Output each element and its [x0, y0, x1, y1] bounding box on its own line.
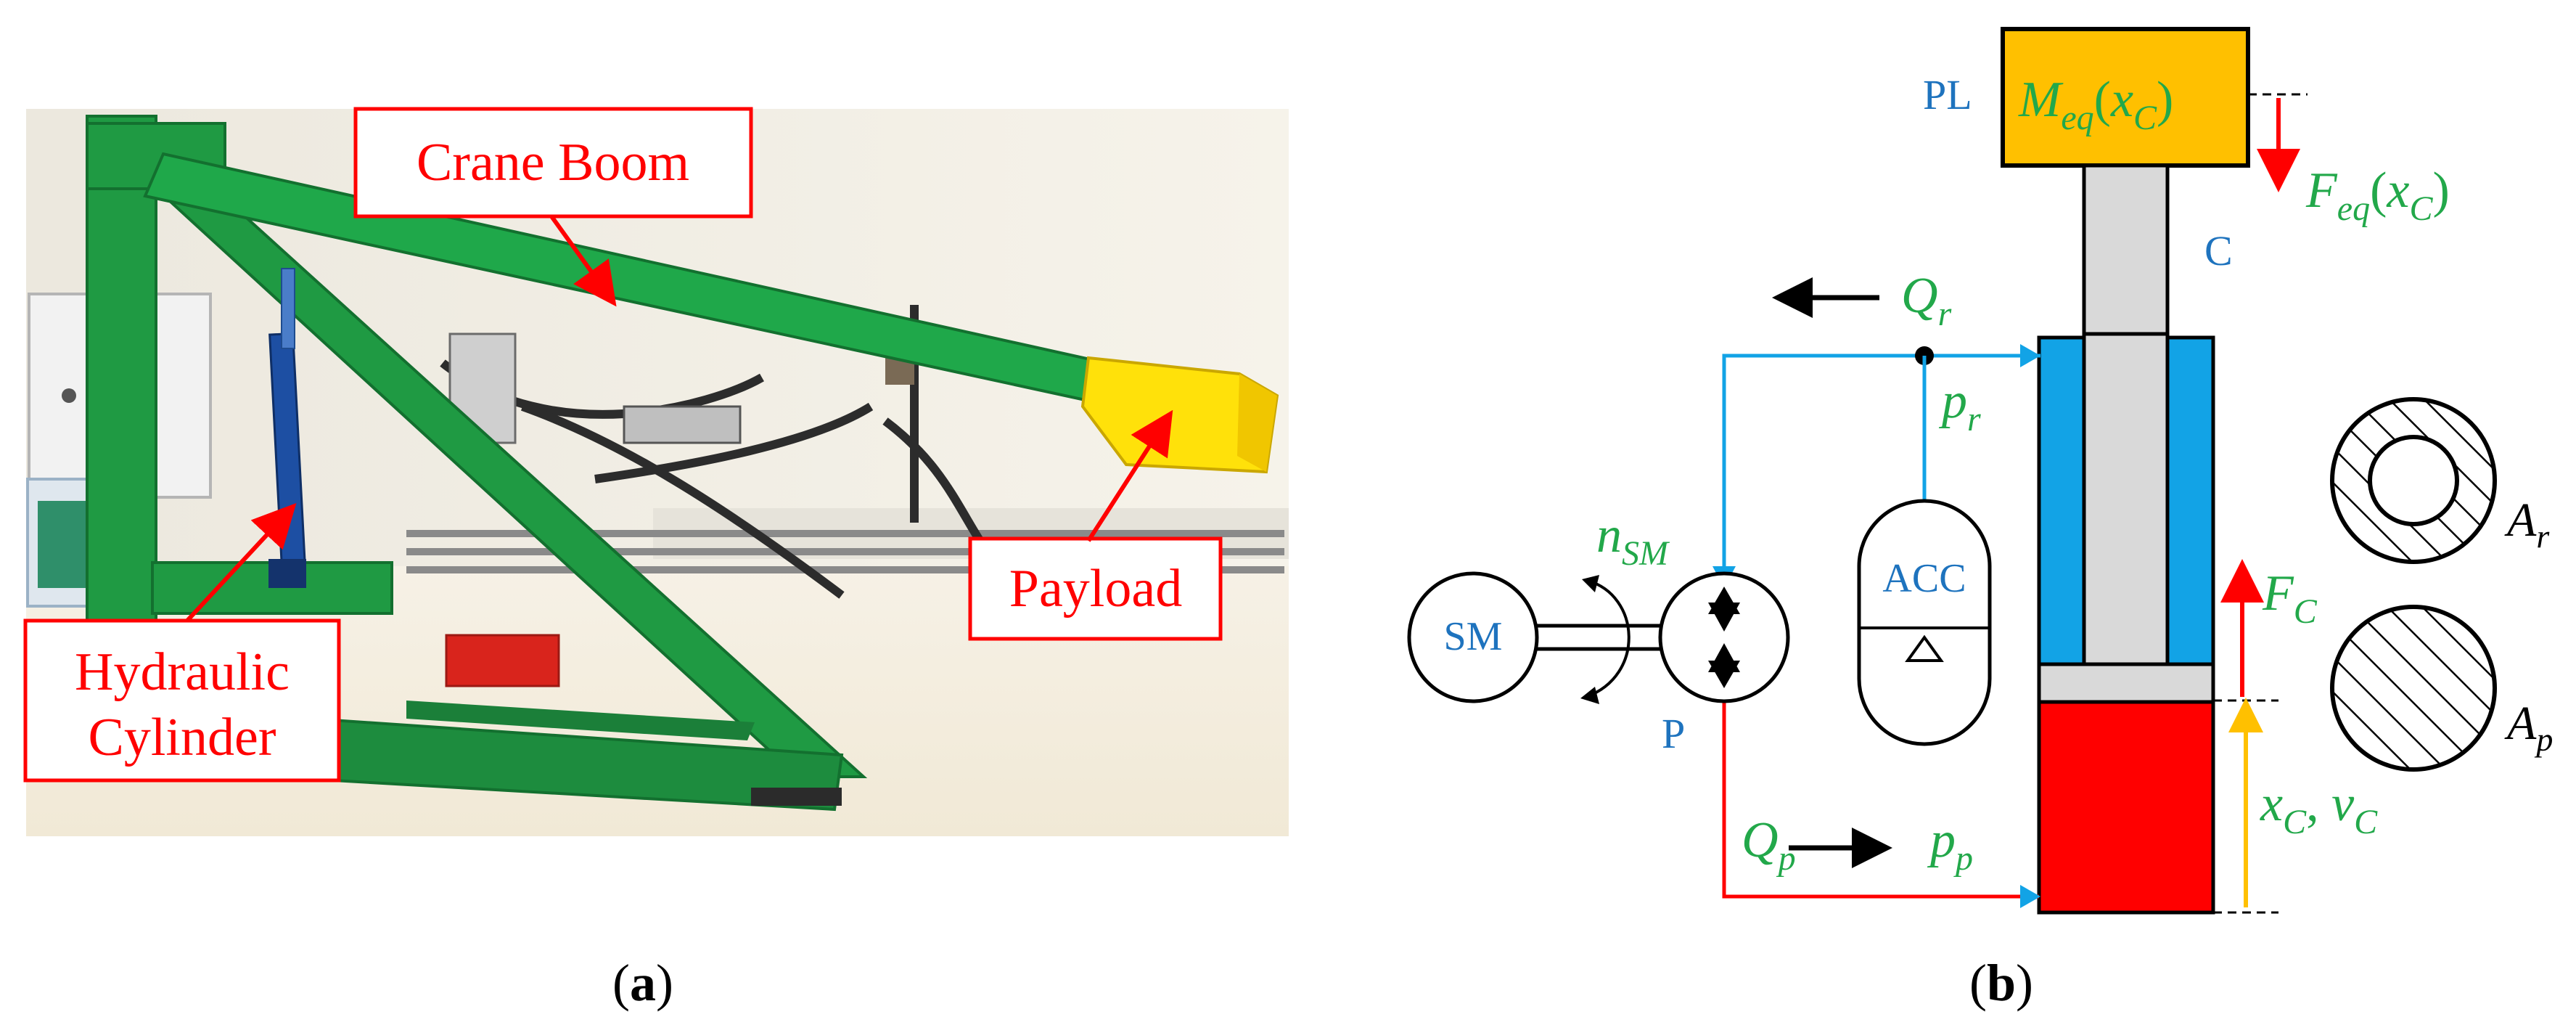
- label-xc-vc: xC, vC: [2260, 776, 2378, 841]
- cabinet-knob: [62, 388, 76, 403]
- panel-b-schematic: [1407, 27, 2497, 915]
- base-foot: [751, 788, 842, 806]
- label-pp: pp: [1927, 812, 1973, 878]
- rod-inside: [2082, 332, 2170, 670]
- hydraulic-cylinder-label-line1: Hydraulic: [75, 642, 290, 702]
- red-bin: [445, 634, 560, 687]
- pump-triangle-up-2: [1708, 603, 1740, 632]
- label-pr: pr: [1938, 373, 1981, 438]
- pressure-line: [1722, 701, 2039, 899]
- piston-chamber: [2037, 700, 2215, 915]
- label-nsm: nSM: [1596, 507, 1670, 573]
- panel-b-labels: PL C SM P ACC Meq(xC) Feq(xC) Qr pr nSM …: [1444, 71, 2554, 1012]
- payload-arrow: [1086, 409, 1173, 542]
- payload-box-shade: [1237, 374, 1277, 472]
- label-feq: Feq(xC): [2305, 163, 2450, 228]
- crane-boom-label-box: [353, 107, 753, 219]
- label-p: P: [1662, 710, 1685, 757]
- hydraulic-cylinder-label-box: [23, 618, 341, 783]
- panel-a-annotations: Crane Boom Payload Hydraulic Cylinder (a…: [23, 107, 1223, 1012]
- label-sm: SM: [1444, 614, 1503, 659]
- accumulator-body: [1857, 499, 1992, 746]
- return-line: [1722, 354, 2039, 573]
- return-inlet-arrowhead: [2020, 344, 2040, 367]
- pump-triangle-down-2: [1708, 643, 1740, 672]
- crane-boom-label: Crane Boom: [417, 133, 689, 192]
- label-acc: ACC: [1882, 556, 1966, 601]
- label-qr: Qr: [1901, 268, 1952, 333]
- label-c: C: [2204, 227, 2233, 274]
- hydraulic-cylinder-label-line2: Cylinder: [89, 708, 276, 767]
- payload-label-box: [968, 536, 1223, 641]
- piston-head: [2037, 662, 2215, 704]
- label-fc: FC: [2262, 565, 2318, 631]
- rotation-arrowhead-top: [1582, 575, 1599, 592]
- rotation-arrowhead-bottom: [1580, 687, 1599, 704]
- label-ap: Ap: [2504, 697, 2553, 758]
- pump-circle: [1658, 571, 1790, 703]
- caption-a: (a): [612, 954, 673, 1012]
- servo-motor-circle: [1407, 571, 1539, 703]
- hydraulic-cylinder-arrow: [185, 503, 297, 623]
- accumulator-triangle: [1905, 634, 1944, 662]
- payload-block: [2001, 27, 2250, 168]
- label-ar: Ar: [2504, 494, 2550, 555]
- rod-area-hole: [2368, 435, 2459, 526]
- label-qp: Qp: [1742, 812, 1796, 878]
- base-frame-rear: [406, 701, 755, 740]
- crane-boom-arrow: [549, 215, 617, 307]
- label-meq: Meq(xC): [2018, 72, 2173, 137]
- cylinder-clevis: [268, 559, 306, 588]
- payload-label: Payload: [1009, 559, 1182, 618]
- pressure-inlet-arrowhead: [2020, 885, 2040, 908]
- label-pl: PL: [1923, 71, 1972, 118]
- piston-area-section: [2330, 605, 2497, 772]
- caption-b: (b): [1969, 954, 2033, 1012]
- cylinder-rod: [281, 268, 295, 349]
- rotation-arrow: [1586, 579, 1630, 698]
